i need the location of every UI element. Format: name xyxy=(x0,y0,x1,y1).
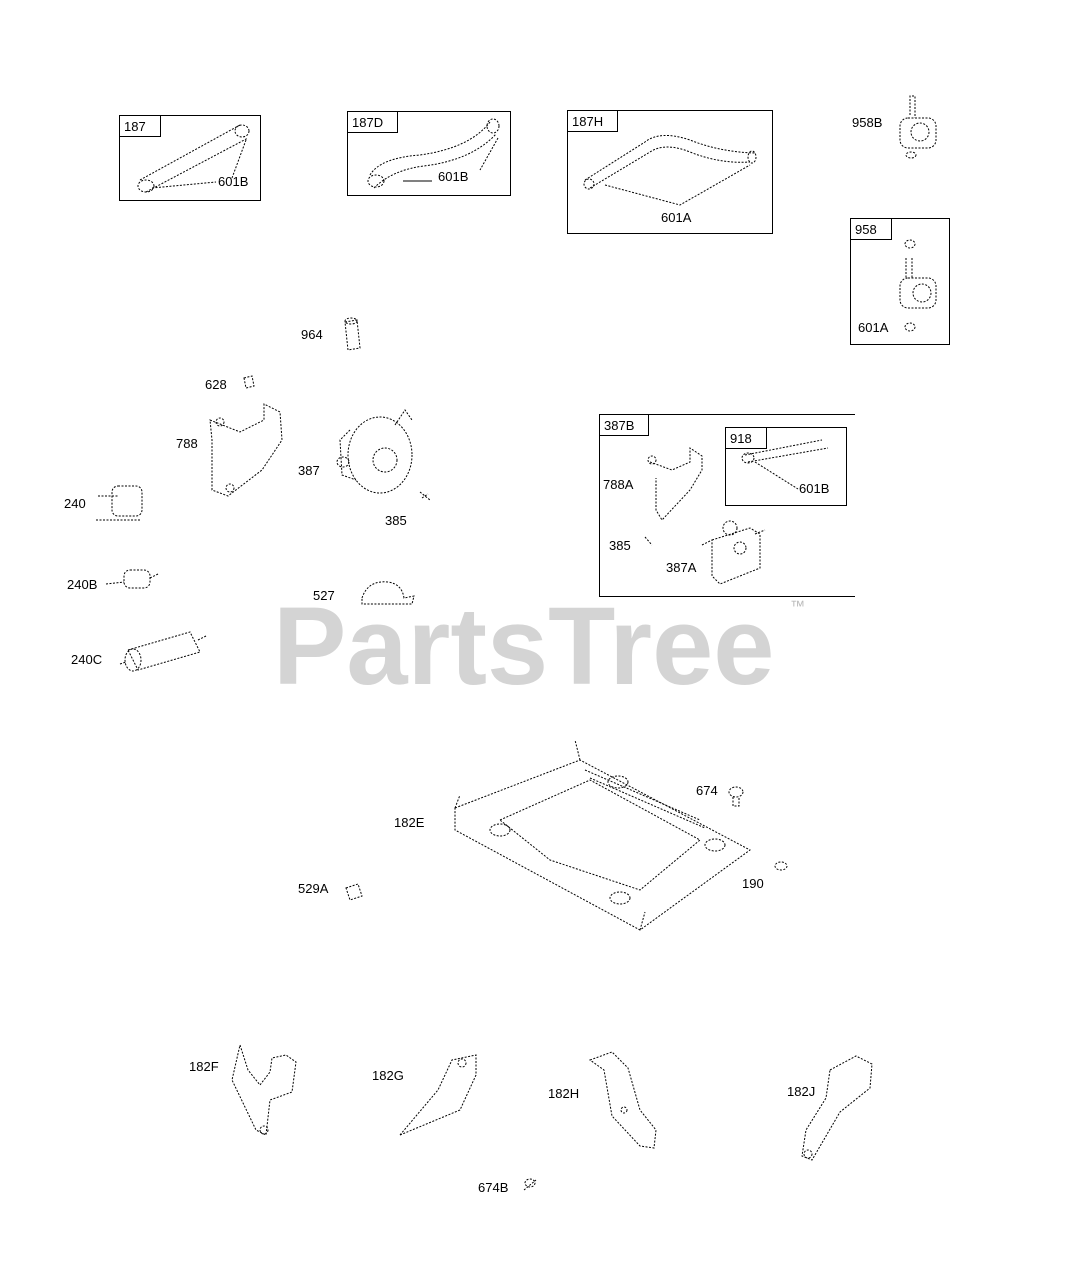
callout-628[interactable]: 628 xyxy=(205,377,227,392)
bracket-788-drawing xyxy=(209,403,283,497)
box-187d: 187D xyxy=(347,111,511,196)
callout-788[interactable]: 788 xyxy=(176,436,198,451)
callout-240c[interactable]: 240C xyxy=(71,652,103,667)
hose-187d-drawing xyxy=(367,118,500,189)
callout-182g[interactable]: 182G xyxy=(372,1068,404,1083)
callout-240[interactable]: 240 xyxy=(64,496,86,511)
box-918-tag[interactable]: 918 xyxy=(726,428,767,449)
hose-187-drawing xyxy=(137,124,250,193)
bolt-674b-drawing xyxy=(523,1178,537,1191)
bracket-182j-drawing xyxy=(801,1055,873,1161)
box-387b: 387B xyxy=(599,414,855,597)
trademark-symbol: ™ xyxy=(790,598,805,615)
callout-601b-187d[interactable]: 601B xyxy=(438,169,469,184)
screw-628-drawing xyxy=(243,375,255,389)
fuel-shutoff-958-drawing xyxy=(899,239,937,332)
callout-182h[interactable]: 182H xyxy=(548,1086,580,1101)
box-958-tag[interactable]: 958 xyxy=(851,219,892,240)
fuel-filter-240c-drawing xyxy=(119,631,207,672)
callout-387a[interactable]: 387A xyxy=(666,560,697,575)
box-187h: 187H xyxy=(567,110,773,234)
fuel-pump-387a-drawing xyxy=(701,520,766,585)
box-187d-tag[interactable]: 187D xyxy=(348,112,399,133)
callout-674[interactable]: 674 xyxy=(696,783,718,798)
callout-529a[interactable]: 529A xyxy=(298,881,329,896)
callout-788a[interactable]: 788A xyxy=(603,477,634,492)
hose-918-drawing xyxy=(741,439,829,490)
box-187-tag[interactable]: 187 xyxy=(120,116,161,137)
watermark: PartsTree xyxy=(273,585,775,708)
hose-964-drawing xyxy=(344,317,361,351)
callout-182e[interactable]: 182E xyxy=(394,815,425,830)
screw-385-drawing xyxy=(419,491,431,501)
callout-385-box[interactable]: 385 xyxy=(609,538,631,553)
fuel-filter-240-drawing xyxy=(96,485,143,521)
callout-182j[interactable]: 182J xyxy=(787,1084,816,1099)
callout-601a-958[interactable]: 601A xyxy=(858,320,889,335)
fuel-shutoff-958b-drawing xyxy=(899,95,937,159)
box-958: 958 xyxy=(850,218,950,345)
callout-601a-187h[interactable]: 601A xyxy=(661,210,692,225)
fuel-filter-240b-drawing xyxy=(105,569,159,589)
clip-529a-drawing xyxy=(345,883,363,901)
callout-964[interactable]: 964 xyxy=(301,327,323,342)
engine-frame-182e-drawing xyxy=(454,739,751,931)
bolt-674-drawing xyxy=(728,786,744,807)
callout-387[interactable]: 387 xyxy=(298,463,320,478)
callout-385[interactable]: 385 xyxy=(385,513,407,528)
callout-674b[interactable]: 674B xyxy=(478,1180,509,1195)
box-918: 918 xyxy=(725,427,847,506)
callout-190[interactable]: 190 xyxy=(742,876,764,891)
box-187h-tag[interactable]: 187H xyxy=(568,111,619,132)
callout-182f[interactable]: 182F xyxy=(189,1059,219,1074)
hose-187h-drawing xyxy=(583,135,757,206)
bracket-182g-drawing xyxy=(399,1054,477,1136)
box-187: 187 xyxy=(119,115,261,201)
callout-240b[interactable]: 240B xyxy=(67,577,98,592)
callout-601b-918[interactable]: 601B xyxy=(799,481,830,496)
screw-385-box-drawing xyxy=(644,536,653,546)
fuel-pump-387-drawing xyxy=(336,409,413,494)
box-387b-tag[interactable]: 387B xyxy=(600,415,650,436)
bracket-182f-drawing xyxy=(231,1043,297,1136)
callout-527[interactable]: 527 xyxy=(313,588,335,603)
bracket-182h-drawing xyxy=(588,1051,657,1149)
nut-190-drawing xyxy=(774,861,788,871)
clamp-527-drawing xyxy=(361,581,415,605)
callout-958b[interactable]: 958B xyxy=(852,115,883,130)
bracket-788a-drawing xyxy=(647,447,703,521)
callout-601b-187[interactable]: 601B xyxy=(218,174,249,189)
